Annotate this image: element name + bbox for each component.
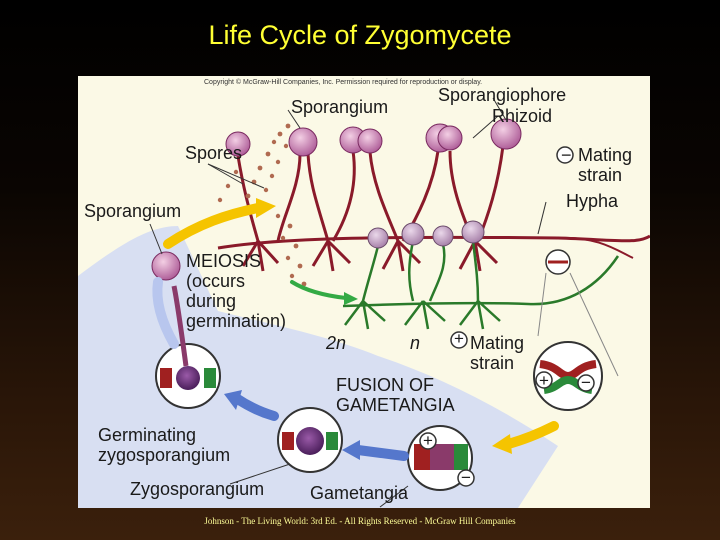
- plus-sign-circle-fusion: [535, 371, 553, 389]
- spores: [217, 123, 307, 287]
- label-meiosis-line3: during: [186, 291, 237, 311]
- zygosporangium-circle: [277, 407, 343, 473]
- label-sporangiophore: Sporangiophore: [438, 85, 567, 105]
- fusion-zoom-circle: [533, 341, 603, 411]
- slide-footer: Johnson - The Living World: 3rd Ed. - Al…: [204, 516, 516, 526]
- label-hypha: Hypha: [566, 191, 619, 211]
- minus-sign-top: −: [561, 145, 572, 165]
- cycle-arrows: [152, 198, 559, 461]
- minus-sign-circle-gametangia: [457, 469, 475, 487]
- diagram-artwork: [78, 76, 650, 508]
- label-mating-strain-plus-line2: strain: [470, 353, 515, 373]
- slide-title: Life Cycle of Zygomycete: [208, 20, 512, 50]
- minus-sign-circle-fusion: [577, 374, 595, 392]
- sporangia-middle: [367, 220, 485, 249]
- label-mating-strain-minus-line2: strain: [578, 165, 623, 185]
- label-fusion-line2: GAMETANGIA: [336, 395, 455, 415]
- plus-sign-gametangia: +: [423, 431, 433, 450]
- sporangiophore-group-middle: [342, 240, 620, 330]
- label-spores: Spores: [185, 143, 243, 163]
- plus-sign-circle-middle: [450, 331, 468, 349]
- plus-sign-middle: +: [454, 329, 464, 348]
- label-mating-strain-plus-line1: Mating: [470, 333, 525, 353]
- minus-sign-fusion: −: [581, 373, 591, 392]
- plus-sign-fusion: +: [539, 371, 549, 390]
- hypha-connection: [557, 236, 634, 259]
- copyright-notice: Copyright © McGraw-Hill Companies, Inc. …: [204, 79, 483, 86]
- plus-sign-circle-gametangia: [419, 432, 437, 450]
- arrow-yellow-head-top: [256, 198, 276, 218]
- label-germinating-line2: zygosporangium: [98, 445, 231, 465]
- label-mating-strain-minus-line1: Mating: [578, 145, 633, 165]
- germinating-sporangium: [151, 251, 181, 281]
- label-germinating-line1: Germinating: [98, 425, 197, 445]
- sporangia-top: [225, 118, 522, 157]
- life-cycle-diagram: Copyright © McGraw-Hill Companies, Inc. …: [78, 76, 650, 508]
- label-meiosis-line1: MEIOSIS: [186, 251, 262, 271]
- label-ploidy-2n: 2n: [326, 333, 347, 353]
- label-gametangia: Gametangia: [310, 483, 409, 503]
- germinating-zygosporangium-circle: [155, 285, 221, 409]
- label-zygosporangium: Zygosporangium: [130, 479, 265, 499]
- label-meiosis-line4: germination): [186, 311, 287, 331]
- label-rhizoid: Rhizoid: [492, 106, 553, 126]
- label-fusion-line1: FUSION OF: [336, 375, 434, 395]
- arrow-yellow-head-bottom: [492, 434, 512, 454]
- label-sporangium-top: Sporangium: [291, 97, 389, 117]
- label-sporangium-left: Sporangium: [84, 201, 182, 221]
- minus-sign-gametangia: −: [461, 468, 471, 487]
- leader-lines: [149, 97, 547, 508]
- label-ploidy-n: n: [410, 333, 421, 353]
- minus-sign-circle-top: [556, 146, 574, 164]
- label-meiosis-line2: (occurs: [186, 271, 246, 291]
